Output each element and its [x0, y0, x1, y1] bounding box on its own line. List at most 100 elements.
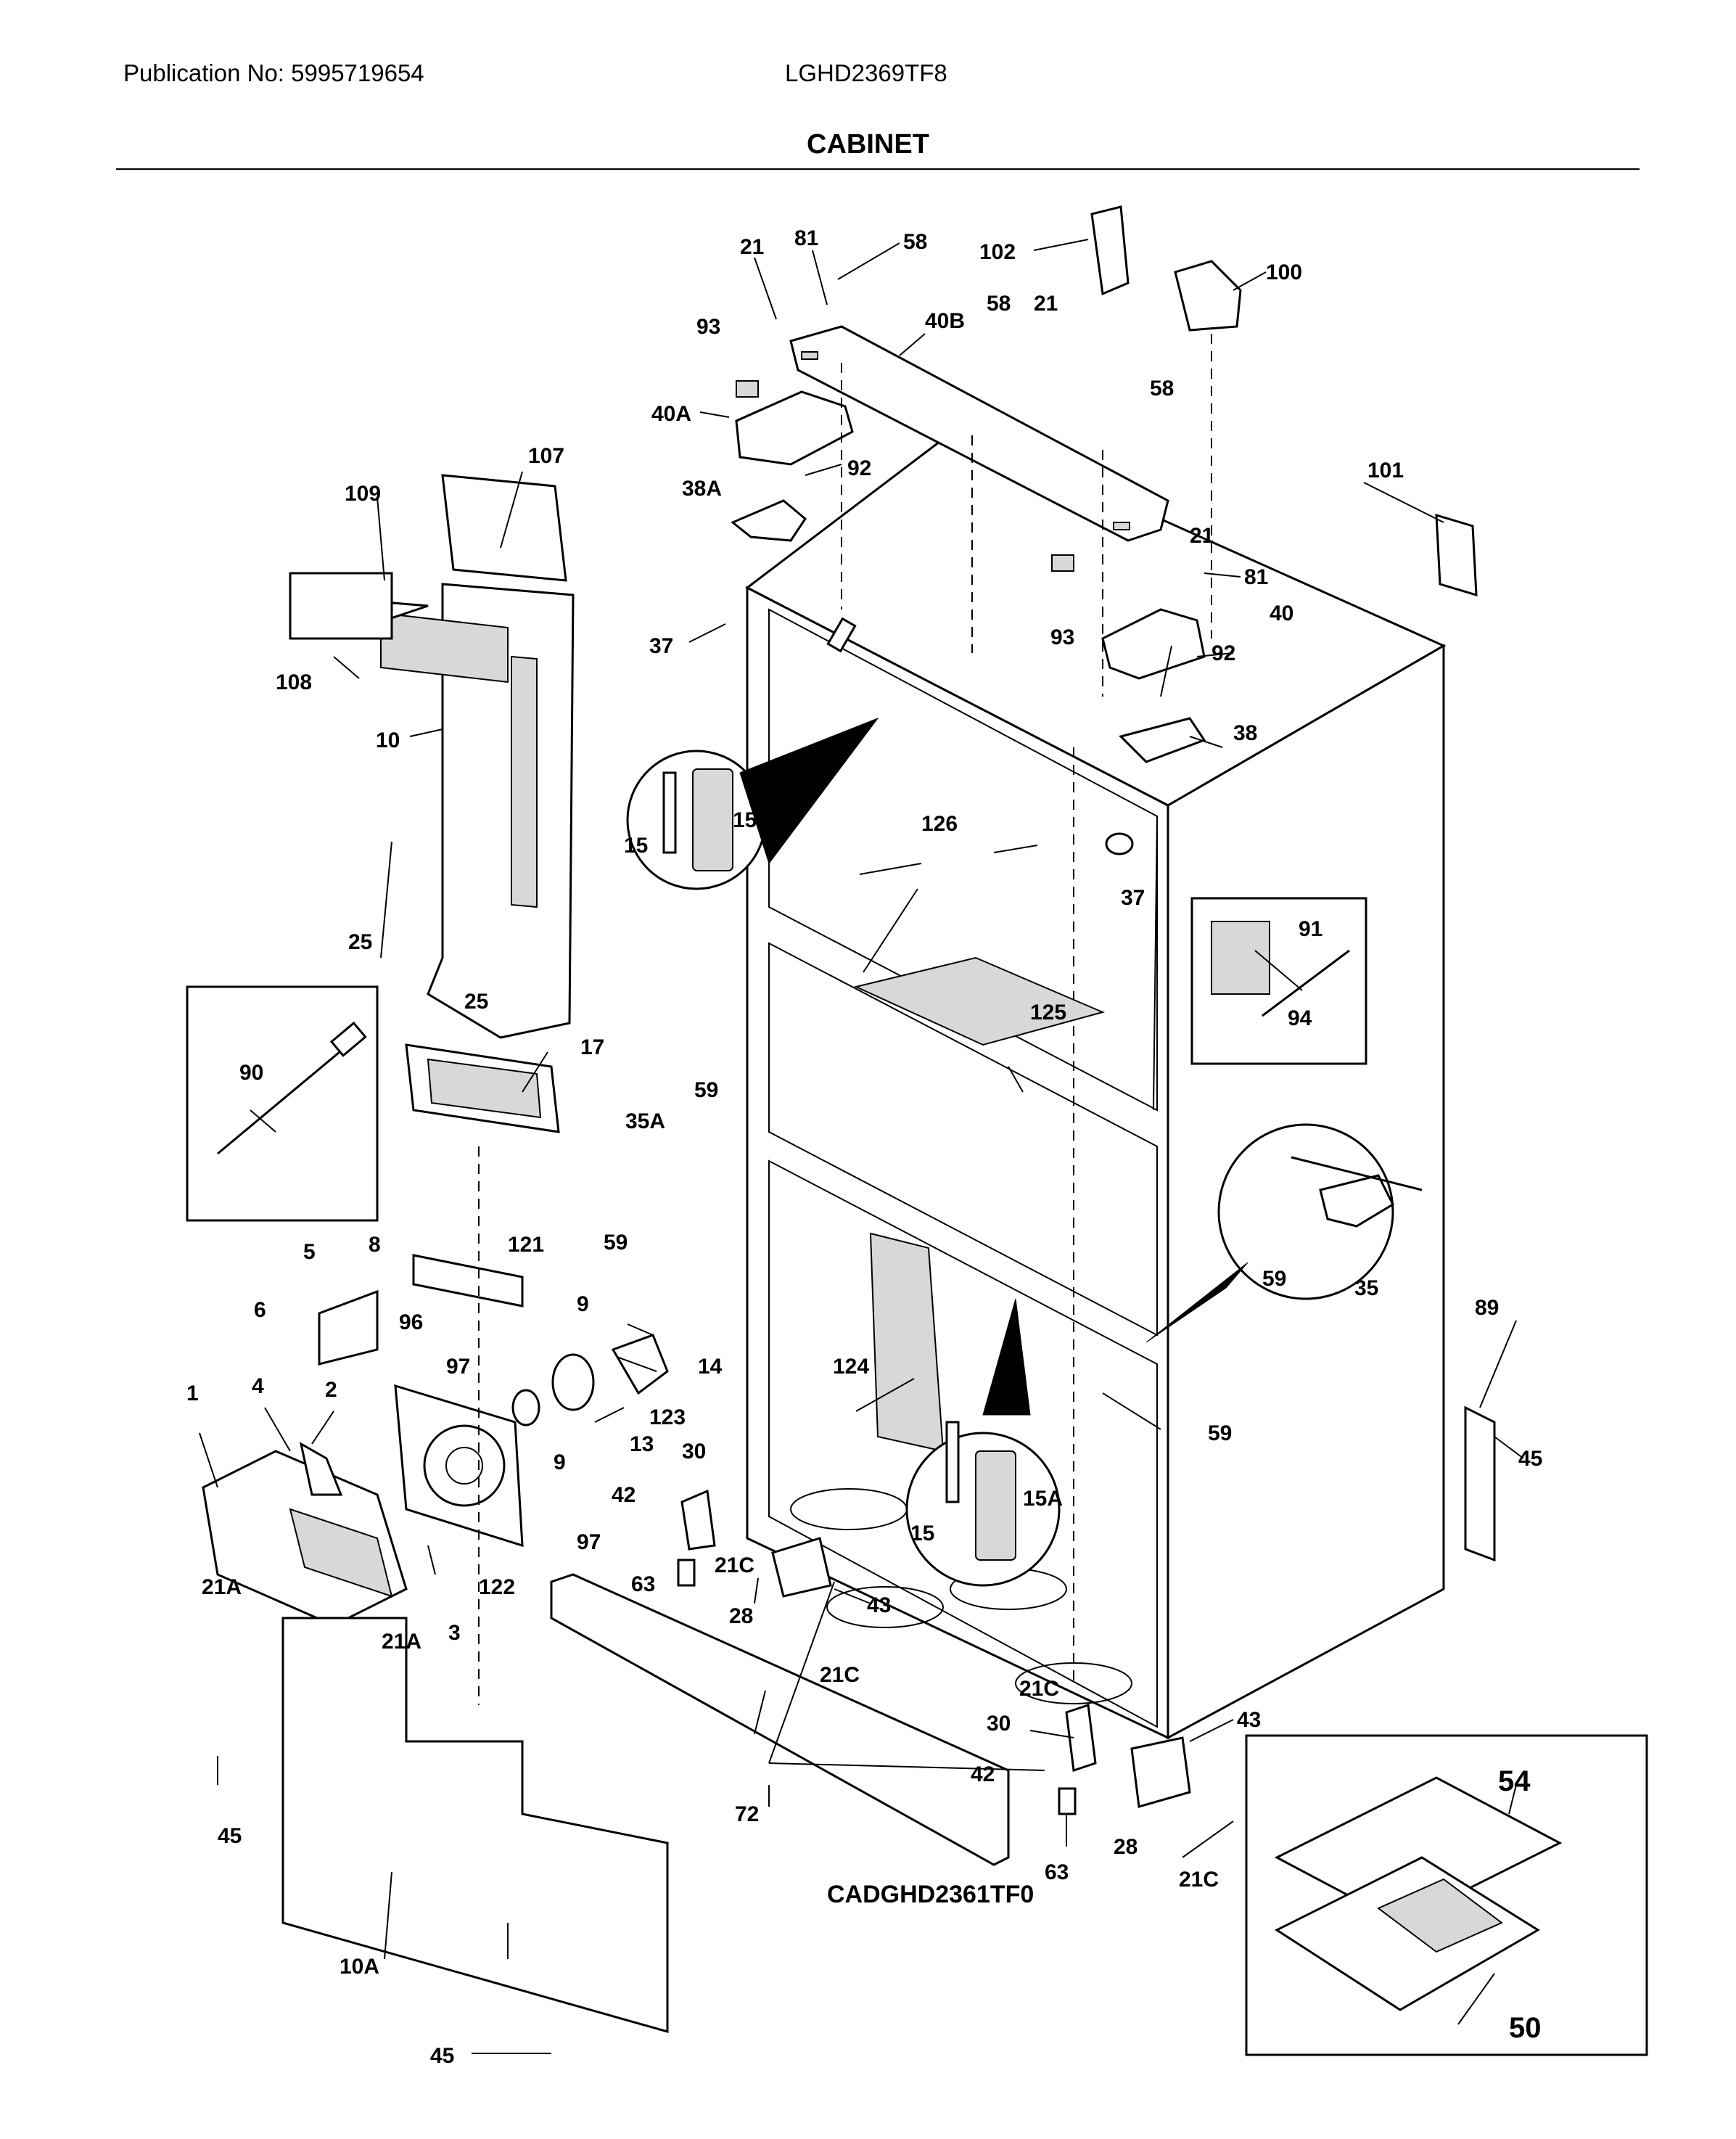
callout-label: 126 [921, 812, 958, 836]
callout-label: 43 [1237, 1708, 1261, 1732]
fan-assembly [202, 1254, 669, 1627]
callout-label: 72 [735, 1802, 759, 1826]
callout-labels: 21 81 58 102 100 93 40B 58 21 58 40A 92 … [186, 226, 1542, 2068]
cabinet-body [745, 427, 1447, 1740]
section-title: CABINET [807, 129, 929, 160]
callout-label: 21 [740, 235, 764, 259]
callout-label: 59 [1262, 1267, 1286, 1291]
callout-label: 1 [186, 1381, 199, 1405]
callout-label: 59 [604, 1231, 628, 1255]
callout-label: 9 [577, 1292, 589, 1316]
box-control-board [1245, 1734, 1648, 2056]
callout-label: 5 [303, 1240, 316, 1264]
callout-label: 25 [464, 990, 488, 1014]
callout-label: 54 [1498, 1765, 1531, 1797]
callout-label: 38A [682, 477, 722, 501]
air-duct-assembly [289, 474, 575, 1133]
publication-number: Publication No: 5995719654 [123, 59, 424, 86]
callout-label: 8 [369, 1233, 381, 1257]
callout-label: 13 [630, 1432, 654, 1456]
callout-label: 45 [430, 2044, 454, 2068]
model-number: LGHD2369TF8 [785, 59, 947, 86]
callout-label: 15A [733, 808, 773, 832]
box-90 [186, 985, 379, 1222]
callout-label: 109 [345, 482, 381, 506]
callout-label: 21A [202, 1575, 242, 1599]
callout-label: 100 [1266, 260, 1302, 284]
callout-label: 21A [382, 1630, 421, 1654]
callout-label: 59 [1208, 1421, 1232, 1445]
callout-label: 97 [446, 1355, 470, 1379]
callout-label: 15 [624, 834, 648, 858]
callout-label: 21C [1019, 1677, 1059, 1701]
leveling-hardware [677, 1489, 1191, 1815]
callout-label: 15A [1023, 1487, 1063, 1511]
callout-label: 42 [971, 1762, 995, 1786]
callout-label: 108 [276, 670, 312, 694]
callout-label: 58 [903, 230, 927, 254]
callout-label: 21 [1034, 292, 1058, 316]
callout-label: 6 [254, 1298, 266, 1322]
callout-label: 25 [348, 930, 372, 954]
callout-label: 94 [1288, 1006, 1312, 1030]
callout-label: 45 [218, 1824, 242, 1848]
callout-label: 58 [1150, 377, 1174, 401]
callout-label: 21 [1190, 524, 1214, 548]
callout-label: 38 [1233, 721, 1257, 745]
callout-label: 40B [925, 309, 965, 333]
callout-label: 91 [1299, 917, 1322, 941]
callout-label: 81 [1244, 565, 1268, 589]
callout-label: 97 [577, 1530, 601, 1554]
callout-label: 43 [867, 1593, 891, 1617]
callout-label: 50 [1509, 2012, 1542, 2044]
callout-label: 90 [239, 1061, 263, 1085]
box-91-94 [1190, 897, 1367, 1065]
callout-label: 2 [325, 1378, 337, 1402]
callout-label: 40A [651, 402, 691, 426]
callout-label: 93 [1050, 625, 1074, 649]
callout-label: 58 [987, 292, 1011, 316]
callout-label: 3 [448, 1621, 461, 1645]
callout-label: 93 [696, 315, 720, 339]
callout-label: 28 [1114, 1835, 1138, 1859]
callout-label: 102 [979, 240, 1016, 264]
callout-label: 124 [833, 1355, 869, 1379]
vent-detail-bottom [905, 1298, 1061, 1587]
callout-label: 21C [1179, 1868, 1219, 1892]
callout-label: 28 [729, 1604, 753, 1628]
callout-label: 10 [376, 728, 400, 752]
callout-label: 30 [682, 1440, 706, 1463]
callout-label: 35A [625, 1109, 665, 1133]
hinge-detail-right [1145, 1123, 1423, 1343]
callout-label: 121 [508, 1233, 544, 1257]
callout-label: 81 [794, 226, 818, 250]
vent-detail-left [626, 717, 879, 890]
callout-label: 125 [1030, 1001, 1066, 1025]
callout-label: 17 [580, 1035, 604, 1059]
diagram-code: CADGHD2361TF0 [827, 1881, 1034, 1908]
callout-label: 63 [631, 1572, 655, 1596]
lower-panels [281, 1405, 1496, 2033]
callout-label: 63 [1045, 1860, 1069, 1884]
callout-label: 40 [1270, 602, 1293, 625]
leader-lines [199, 239, 1524, 2054]
callout-label: 15 [910, 1522, 934, 1545]
header-divider [116, 168, 1640, 170]
callout-label: 14 [698, 1355, 723, 1379]
callout-label: 45 [1518, 1447, 1542, 1471]
callout-label: 96 [399, 1310, 423, 1334]
callout-label: 101 [1367, 459, 1404, 483]
callout-label: 42 [612, 1483, 635, 1507]
callout-label: 59 [694, 1078, 718, 1102]
callout-label: 4 [252, 1374, 264, 1398]
callout-label: 37 [649, 634, 673, 658]
callout-label: 37 [1121, 886, 1145, 910]
callout-label: 30 [987, 1712, 1011, 1736]
top-hinge-assembly [731, 205, 1478, 855]
callout-label: 21C [715, 1553, 754, 1577]
callout-label: 9 [554, 1450, 566, 1474]
callout-label: 92 [847, 456, 871, 480]
callout-label: 123 [649, 1405, 686, 1429]
callout-label: 92 [1212, 641, 1235, 665]
